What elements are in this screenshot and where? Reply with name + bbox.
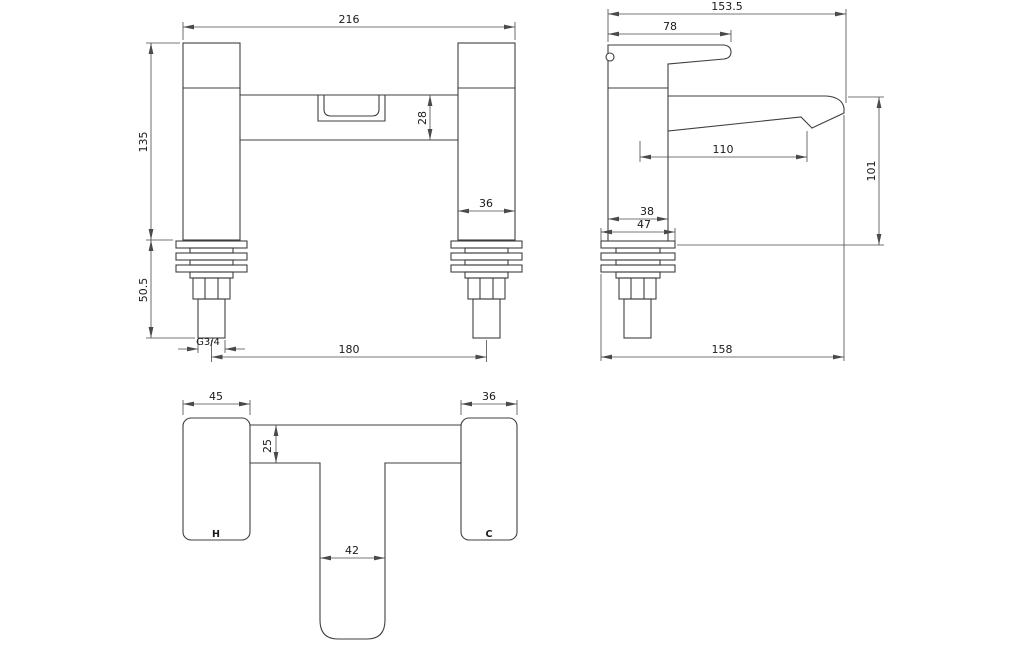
front-dimensions: 216 135 50.5 28 36 180 G3/4 xyxy=(137,13,516,362)
side-base-depth-dim: 47 xyxy=(637,218,651,231)
plan-hot-handle xyxy=(182,417,251,541)
front-hole-centres-dim: 180 xyxy=(339,343,360,356)
side-handle-length-dim: 78 xyxy=(663,20,677,33)
front-view: 216 135 50.5 28 36 180 G3/4 xyxy=(137,13,523,362)
side-body-depth-dim: 38 xyxy=(640,205,654,218)
front-bridge-spout xyxy=(239,94,459,141)
side-spout xyxy=(667,95,845,132)
front-overall-width-dim: 216 xyxy=(339,13,360,26)
plan-spout-stem xyxy=(319,462,386,640)
side-spout-projection-dim: 110 xyxy=(713,143,734,156)
plan-dimensions: 45 36 25 42 xyxy=(182,390,518,561)
side-overall-depth-dim: 153.5 xyxy=(711,0,743,13)
plan-hot-handle-width-dim: 45 xyxy=(209,390,223,403)
front-left-shank xyxy=(175,240,248,339)
side-view: 153.5 78 110 101 38 47 158 xyxy=(600,0,884,361)
side-shank xyxy=(600,240,676,339)
plan-cold-handle xyxy=(460,417,518,541)
plan-view: H C 45 36 25 42 xyxy=(182,390,518,640)
plan-spout-width-dim: 42 xyxy=(345,544,359,557)
side-body xyxy=(607,44,669,241)
front-left-pillar xyxy=(182,42,241,241)
front-body-height-dim: 135 xyxy=(137,132,150,153)
front-thread-size-dim: G3/4 xyxy=(196,337,220,348)
front-shank-length-dim: 50.5 xyxy=(137,278,150,303)
front-right-shank xyxy=(450,240,523,339)
plan-cold-handle-width-dim: 36 xyxy=(482,390,496,403)
plan-bar-depth-dim: 25 xyxy=(261,439,274,453)
side-footprint-dim: 158 xyxy=(712,343,733,356)
front-pillar-width-dim: 36 xyxy=(479,197,493,210)
side-handle-lever xyxy=(605,44,732,65)
front-right-pillar xyxy=(457,42,516,241)
cold-label: C xyxy=(486,529,493,540)
side-dimensions: 153.5 78 110 101 38 47 158 xyxy=(600,0,884,361)
hot-label: H xyxy=(212,529,220,540)
front-spout-block-height-dim: 28 xyxy=(416,111,429,125)
side-spout-height-dim: 101 xyxy=(865,161,878,182)
